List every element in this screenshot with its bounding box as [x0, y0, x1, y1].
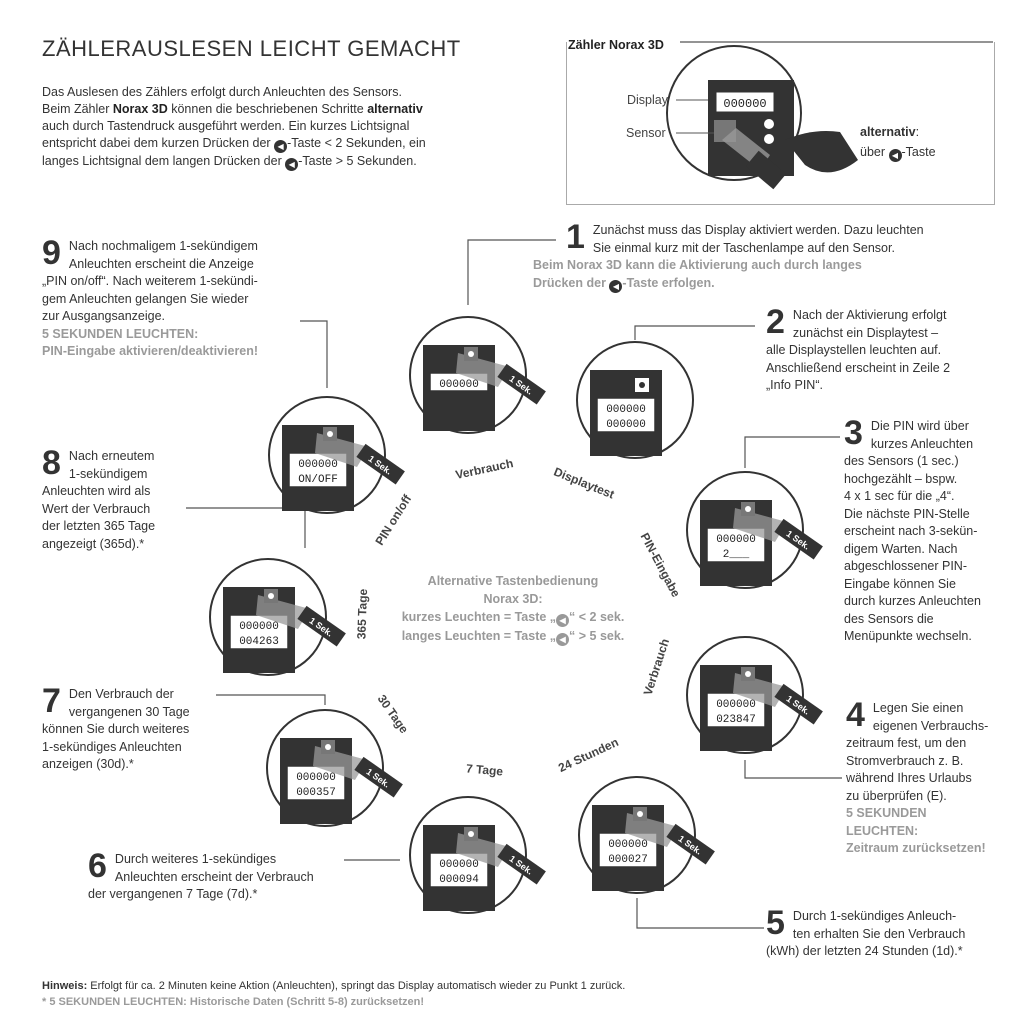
sensor-dot: [639, 382, 645, 388]
key-icon: ◀: [274, 140, 288, 153]
key-icon: ◀: [556, 614, 570, 627]
page-title: ZÄHLERAUSLESEN LEICHT GEMACHT: [42, 36, 461, 61]
sensor-dot: [327, 431, 333, 437]
meter-row2: 000027: [608, 854, 648, 866]
meter-row1: 000000: [298, 459, 338, 471]
meter-row1: 000000: [608, 839, 648, 851]
meter-row1: 000000: [716, 699, 756, 711]
ring-label-365-tage: 365 Tage: [354, 588, 371, 640]
meter-row2: 000000: [606, 419, 646, 431]
meter-row1: 000000: [716, 534, 756, 546]
center-alt-note: Alternative Tastenbedienung Norax 3D: ku…: [401, 574, 625, 646]
sensor-dot: [325, 744, 331, 750]
light-beam: [313, 746, 367, 780]
meter-row2: 004263: [239, 636, 279, 648]
intro-text: Das Auslesen des Zählers erfolgt durch A…: [42, 85, 426, 171]
meter-row1: 000000: [296, 772, 336, 784]
sensor-dot: [637, 811, 643, 817]
key-icon: ◀: [609, 279, 623, 293]
light-beam: [456, 353, 510, 387]
display-label: Display: [627, 93, 668, 107]
connector-lines: [186, 41, 993, 929]
sensor-dot: [745, 671, 751, 677]
meter-row1: 000000: [239, 621, 279, 633]
meter-row1: 000000: [439, 859, 479, 871]
light-beam: [456, 833, 510, 867]
meter-row2: 2___: [723, 549, 750, 561]
sensor-dot: [268, 593, 274, 599]
device-box: [566, 42, 995, 205]
light-beam: [315, 433, 369, 467]
meter-row2: ON/OFF: [298, 474, 338, 486]
light-beam: [733, 673, 787, 707]
sensor-dot: [468, 351, 474, 357]
device-box-title: Zähler Norax 3D: [568, 38, 672, 52]
step-1: 1 Zunächst muss das Display aktiviert we…: [533, 218, 924, 293]
footer-hint: Hinweis: Erfolgt für ca. 2 Minuten keine…: [42, 980, 626, 1008]
meter-row1: 000000: [606, 404, 646, 416]
light-beam: [733, 508, 787, 542]
meter-lcd: [706, 692, 766, 728]
meter-lcd: [596, 397, 656, 433]
light-beam: [625, 813, 679, 847]
step-5: 5 Durch 1-sekündiges Anleuch-ten erhalte…: [766, 904, 966, 958]
sensor-dot: [745, 506, 751, 512]
alt-key-note: alternativ: über ◀-Taste: [860, 125, 936, 162]
meter-row2: 023847: [716, 714, 756, 726]
sensor-dot: [468, 831, 474, 837]
meter-row2: 000357: [296, 787, 336, 799]
key-icon: ◀: [556, 633, 570, 646]
key-icon: ◀: [285, 158, 299, 171]
key-icon: ◀: [888, 149, 902, 162]
sensor-label: Sensor: [626, 126, 666, 140]
device-illustration: 000000: [666, 45, 858, 190]
light-beam: [256, 595, 310, 629]
meter-displaytest: 000000 000000: [576, 341, 694, 459]
meter-row2: 000094: [439, 874, 479, 886]
box-display-value: 000000: [723, 97, 766, 111]
meter-row1: 000000: [439, 379, 479, 391]
